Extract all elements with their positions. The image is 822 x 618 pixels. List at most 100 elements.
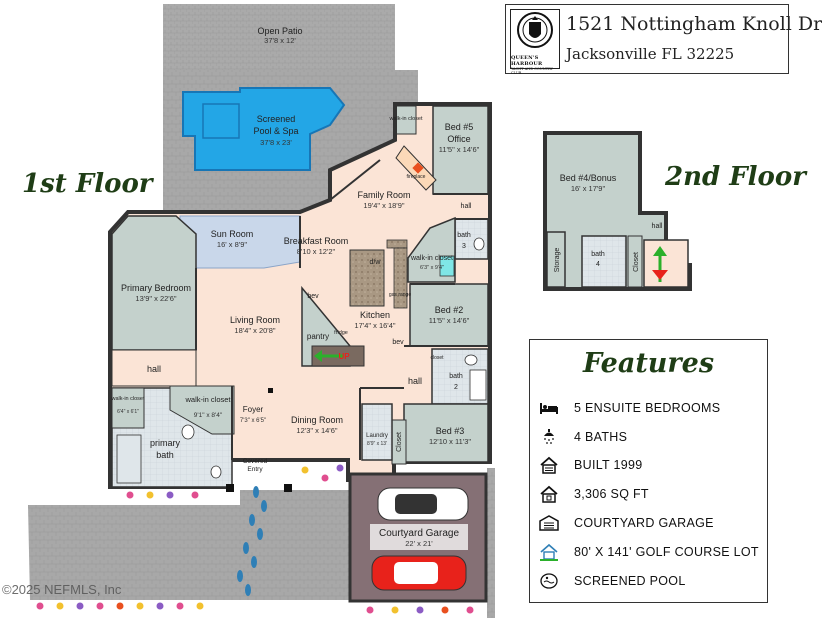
closet-2nd-label: Closet <box>633 252 640 272</box>
primary-bath-label-2: bath <box>156 450 174 460</box>
feature-item: 5 ENSUITE BEDROOMS <box>538 397 720 419</box>
walkin-closet-top-label: walk-in closet <box>388 116 422 122</box>
walkin-closet-mid-label: walk-in closet <box>410 255 453 262</box>
dw-label: d/w <box>370 259 382 266</box>
stairs-up-arrow-2nd <box>652 246 668 282</box>
garage-icon <box>538 514 560 532</box>
first-floor-title: 1st Floor <box>22 169 155 199</box>
bed-icon <box>538 399 560 417</box>
crest-icon <box>517 12 553 48</box>
hall-left-label: hall <box>147 364 161 374</box>
bev-right-label: bev <box>392 339 404 346</box>
floor-plan: 1st Floor 2nd Floor Open Patio 37'8 x 12… <box>22 4 808 618</box>
fireplace-label: fireplace <box>407 174 426 180</box>
pool-label-2: Pool & Spa <box>253 126 298 136</box>
kitchen-label: Kitchen <box>360 310 390 320</box>
garage-label: Courtyard Garage <box>379 528 459 539</box>
house-sqft-icon <box>538 485 560 503</box>
address-line: 1521 Nottingham Knoll Dr <box>566 13 822 35</box>
front-walkway <box>28 490 350 600</box>
walkin-closet-primary-dim: 9'1" x 8'4" <box>194 412 223 419</box>
family-room-label: Family Room <box>357 190 410 200</box>
garden-flowers <box>36 464 474 614</box>
walkin-closet-small-dim: 6'4" x 6'1" <box>117 409 139 415</box>
feature-label: 80' X 141' GOLF COURSE LOT <box>574 545 759 559</box>
walkin-closet-primary <box>169 385 235 435</box>
features-panel: Features 5 ENSUITE BEDROOMS 4 BATHS BUIL… <box>529 339 768 603</box>
second-floor-title: 2nd Floor <box>664 162 808 192</box>
sun-room-label: Sun Room <box>211 229 254 239</box>
fridge-label: fridge <box>334 330 348 336</box>
bed4-label: Bed #4/Bonus <box>560 173 617 183</box>
bath3-room <box>454 218 489 260</box>
footsteps-icon <box>237 486 267 596</box>
closet-mid-label: closet <box>430 355 444 361</box>
hall-2nd-label: hall <box>652 223 663 230</box>
covered-entry-label: Covered <box>243 458 268 465</box>
dining-dim: 12'3" x 14'6" <box>296 426 337 435</box>
open-patio-label: Open Patio <box>257 26 302 36</box>
bed3-label: Bed #3 <box>436 426 465 436</box>
city-line: Jacksonville FL 32225 <box>566 45 735 63</box>
hall-right-label: hall <box>408 376 422 386</box>
bath4-room <box>581 235 627 288</box>
feature-item: 4 BATHS <box>538 426 627 448</box>
feature-item: COURTYARD GARAGE <box>538 512 714 534</box>
bath4-num: 4 <box>596 261 600 268</box>
covered-entry-label-2: Entry <box>247 466 263 473</box>
dining-label: Dining Room <box>291 415 343 425</box>
bed3-room <box>403 403 489 463</box>
family-room-dim: 19'4" x 18'9" <box>363 201 404 210</box>
walkin-closet-primary-label: walk-in closet <box>184 395 231 404</box>
community-logo: QUEEN'S HARBOUR YACHT AND COUNTRY CLUB <box>510 9 560 75</box>
bed5-label-2: Office <box>447 134 470 144</box>
stairs-2nd <box>643 239 689 288</box>
feature-item: 80' X 141' GOLF COURSE LOT <box>538 541 759 563</box>
feature-item: SCREENED POOL <box>538 570 686 592</box>
logo-name: QUEEN'S HARBOUR <box>511 55 543 67</box>
pool-icon <box>538 572 560 590</box>
feature-label: 5 ENSUITE BEDROOMS <box>574 401 721 415</box>
closet-bed3-label: Closet <box>396 432 403 452</box>
open-patio-dim: 37'8 x 12' <box>264 36 296 45</box>
walkin-closet-small-label: walk-in closet <box>110 396 144 402</box>
feature-item: 3,306 SQ FT <box>538 483 649 505</box>
pool-label: Screened <box>257 114 296 124</box>
bed5-label: Bed #5 <box>445 122 474 132</box>
foyer-label: Foyer <box>243 405 264 414</box>
laundry-dim: 8'9" x 13' <box>367 441 387 447</box>
red-car-icon <box>371 555 467 591</box>
kitchen-dim: 17'4" x 16'4" <box>354 321 395 330</box>
feature-item: BUILT 1999 <box>538 454 643 476</box>
closet-2nd <box>627 235 643 288</box>
hall-top-label: hall <box>461 203 472 210</box>
bath3-label: bath <box>457 232 471 239</box>
sun-room-dim: 16' x 8'9" <box>217 240 247 249</box>
breakfast-label: Breakfast Room <box>284 236 349 246</box>
primary-bedroom-dim: 13'9" x 22'6" <box>135 294 176 303</box>
bath2-num: 2 <box>454 384 458 391</box>
toilet-icon <box>473 237 485 251</box>
primary-bath-label: primary <box>150 438 181 448</box>
walkin-closet-mid-dim: 6'3" x 9'4" <box>420 265 444 271</box>
bed4-dim: 16' x 17'9" <box>571 184 606 193</box>
bev-left-label: bev <box>307 293 319 300</box>
bath2-label: bath <box>449 373 463 380</box>
primary-bedroom-label: Primary Bedroom <box>121 283 191 293</box>
storage-label: Storage <box>554 248 561 273</box>
walkin-closet-small <box>111 387 145 429</box>
breakfast-dim: 8'10 x 12'2" <box>297 247 336 256</box>
feature-label: 3,306 SQ FT <box>574 487 649 501</box>
golf-lot-icon <box>538 543 560 561</box>
shower-icon <box>538 428 560 446</box>
garage-dim: 22' x 21' <box>405 539 433 548</box>
logo-subtitle: YACHT AND COUNTRY CLUB <box>511 67 553 75</box>
pantry-label: pantry <box>307 332 329 341</box>
gas-range-label: gas range <box>389 292 411 298</box>
feature-label: 4 BATHS <box>574 430 628 444</box>
bed3-dim: 12'10 x 11'3" <box>429 437 471 446</box>
kitchen-island <box>349 249 385 307</box>
fireplace-icon <box>395 145 437 191</box>
bath4-label: bath <box>591 251 605 258</box>
feature-label: COURTYARD GARAGE <box>574 516 714 530</box>
